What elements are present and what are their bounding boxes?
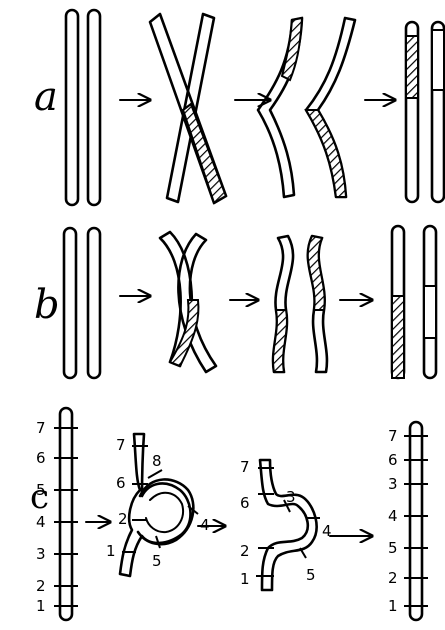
- left-hatched-segment: [273, 310, 287, 372]
- row-c-stage-4: 7 6 3 4 5 2 1: [388, 422, 428, 620]
- row-b-stage-3: [273, 236, 327, 372]
- row-c-stage-1: 7 6 5 4 3 2 1: [36, 408, 78, 620]
- crossed-hatched-segment: [170, 300, 198, 366]
- row-a-stage-4: [406, 22, 444, 202]
- row-label-b: b: [34, 282, 60, 328]
- locus-label: 2: [388, 569, 398, 587]
- locus-label: 2: [36, 577, 46, 595]
- locus-label: 6: [116, 474, 126, 492]
- locus-label: 7: [388, 427, 398, 445]
- locus-label: 3: [286, 488, 296, 506]
- locus-label: 6: [388, 451, 398, 469]
- locus-label: 1: [36, 597, 46, 615]
- left-hatched-segment: [392, 296, 404, 378]
- locus-label: 6: [240, 494, 250, 512]
- inverted-chromosome: [410, 422, 422, 620]
- locus-label: 5: [36, 481, 46, 499]
- locus-label: 3: [388, 475, 398, 493]
- locus-label: 4: [36, 513, 46, 531]
- hatched-chromosome: [88, 228, 100, 378]
- locus-label: 7: [36, 419, 46, 437]
- hatched-segment: [183, 104, 226, 203]
- hatched-chromosome: [88, 10, 100, 205]
- left-hatched-tip: [282, 18, 302, 80]
- locus-label: 7: [240, 458, 250, 476]
- row-b-stage-1: [64, 228, 100, 378]
- row-c-stage-3: 7 6 3 4 2 5 1: [240, 458, 332, 590]
- right-plain-segment: [432, 30, 444, 90]
- row-a-stage-2: [150, 14, 226, 203]
- locus-label: 3: [36, 545, 46, 563]
- locus-label: 5: [152, 552, 162, 570]
- locus-label: 7: [116, 436, 126, 454]
- locus-label: 5: [388, 539, 398, 557]
- row-label-a: a: [34, 74, 58, 120]
- locus-label: 1: [388, 597, 398, 615]
- locus-label: 1: [240, 570, 250, 588]
- row-a-stage-1: [66, 10, 100, 205]
- locus-label: 8: [152, 452, 162, 470]
- left-hatched-segment: [406, 36, 418, 98]
- plain-chromosome: [66, 10, 78, 205]
- locus-label: 6: [36, 449, 46, 467]
- locus-label: 2: [240, 542, 250, 560]
- loop-inner: [146, 493, 183, 532]
- right-plain-segment: [424, 286, 436, 338]
- locus-label: 4: [322, 522, 332, 540]
- plain-chromosome: [64, 228, 76, 378]
- locus-label: 2: [118, 510, 128, 528]
- locus-label: 4: [388, 507, 398, 525]
- row-b-stage-2: [160, 232, 216, 372]
- locus-label: 5: [306, 566, 316, 584]
- row-a-stage-3: [258, 18, 355, 197]
- locus-tick: [148, 470, 162, 478]
- locus-label: 1: [106, 542, 116, 560]
- row-b-stage-4: [392, 226, 436, 378]
- linear-chromosome: [60, 408, 72, 620]
